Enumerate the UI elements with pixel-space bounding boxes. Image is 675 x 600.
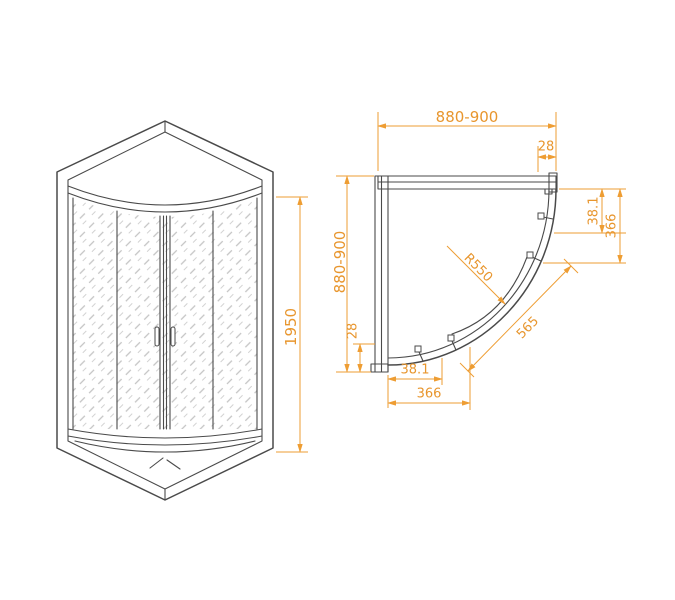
front-elevation-view: 1950 [56, 120, 308, 501]
door-rollers [414, 212, 554, 362]
bottom-offset-large-label: 366 [417, 387, 442, 402]
glass-panels [73, 198, 257, 429]
back-wall-profile [377, 172, 558, 195]
glass-arc-outer [387, 188, 557, 366]
bottom-offset-dimensions: 38.1 366 [387, 347, 471, 410]
plan-view: 880-900 28 38.1 366 880-900 [331, 108, 626, 410]
bottom-rail-and-tray [67, 428, 263, 470]
left-profile-dimension-label: 28 [346, 323, 361, 340]
wall-profile-right-cap [548, 172, 558, 193]
right-offset-large-label: 366 [605, 214, 620, 239]
wall-profile-bottom-cap [370, 363, 389, 373]
top-profile-dimension-label: 28 [538, 140, 555, 155]
top-profile-dimension: 28 [537, 140, 557, 172]
width-dimension: 880-900 [377, 108, 557, 171]
height-dimension-label: 1950 [282, 308, 300, 346]
height-dimension: 1950 [276, 196, 308, 453]
width-dimension-label: 880-900 [436, 108, 499, 126]
right-offset-small-label: 38.1 [587, 197, 602, 226]
left-door-handle [154, 326, 160, 347]
door-frames [72, 197, 258, 430]
opening-dimension-label: 565 [514, 314, 542, 342]
right-door-handle [170, 326, 176, 347]
depth-dimension-label: 880-900 [331, 231, 349, 294]
radius-dimension-label: R550 [461, 251, 496, 286]
top-rail-arc-outer [67, 185, 263, 206]
side-wall-profile [370, 175, 389, 373]
curved-glass-doors [387, 188, 557, 366]
top-rail-arc-inner [67, 192, 263, 213]
right-offset-dimensions: 38.1 366 [543, 188, 626, 264]
radius-dimension: R550 [446, 245, 506, 305]
bottom-offset-small-label: 38.1 [401, 363, 430, 378]
depth-dimension: 880-900 [331, 175, 374, 373]
left-profile-dimension: 28 [346, 323, 375, 373]
